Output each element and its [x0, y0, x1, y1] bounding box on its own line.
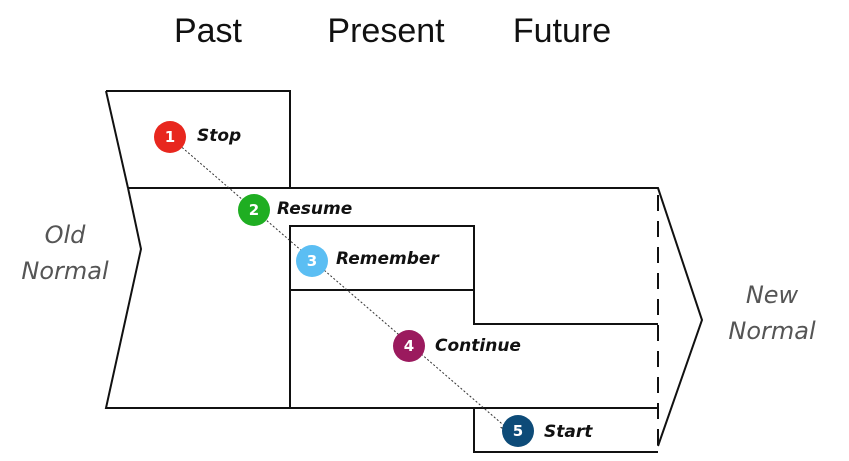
step-label: Stop	[197, 126, 241, 146]
column-header-future: Future	[513, 12, 611, 50]
svg-text:Normal: Normal	[728, 317, 816, 345]
start-box	[290, 407, 658, 453]
step-continue: 4 Continue	[393, 330, 521, 362]
step-number: 2	[249, 201, 259, 219]
main-arrow-outline	[104, 187, 704, 447]
new-normal-label: New Normal	[728, 281, 816, 345]
svg-text:Old: Old	[45, 221, 87, 249]
step-marker	[296, 245, 328, 277]
step-resume: 2 Resume	[238, 194, 352, 226]
old-normal-label: Old Normal	[21, 221, 109, 285]
column-header-present: Present	[327, 12, 445, 50]
step-label: Resume	[277, 199, 352, 219]
column-header-past: Past	[174, 12, 243, 50]
step-marker	[502, 415, 534, 447]
step-stop: 1 Stop	[154, 121, 241, 153]
step-label: Start	[544, 422, 593, 442]
step-marker	[238, 194, 270, 226]
step-number: 4	[404, 337, 414, 355]
remember-box	[289, 225, 658, 408]
progression-path	[169, 136, 508, 429]
step-number: 1	[165, 128, 175, 146]
svg-text:New: New	[746, 281, 799, 309]
step-marker	[154, 121, 186, 153]
step-marker	[393, 330, 425, 362]
step-label: Continue	[435, 336, 521, 356]
step-number: 5	[513, 422, 523, 440]
svg-text:Normal: Normal	[21, 257, 109, 285]
diagram-structure	[104, 90, 704, 453]
step-label: Remember	[336, 249, 440, 269]
step-start: 5 Start	[502, 415, 593, 447]
past-stop-box	[105, 90, 291, 189]
step-remember: 3 Remember	[296, 245, 440, 277]
step-number: 3	[307, 252, 317, 270]
